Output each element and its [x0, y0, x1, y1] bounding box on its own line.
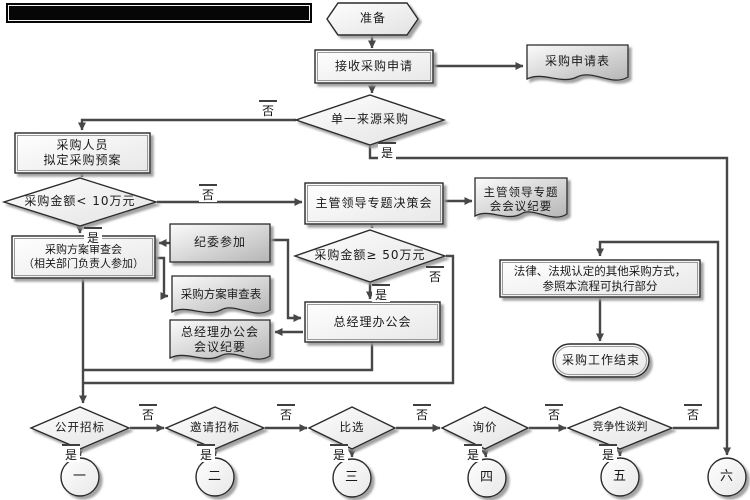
end-terminator-inner: [555, 346, 647, 375]
comparison-diamond: [307, 406, 397, 450]
connector-circle-5: [600, 457, 640, 497]
edge-ge500k-no-collector: [83, 254, 455, 385]
other-methods-box: [499, 259, 701, 298]
draft-plan-box-inner: [17, 135, 148, 171]
negotiation-diamond: [566, 406, 674, 450]
plan-review-form-document: [171, 275, 271, 314]
branch-yes-comparison: 是: [330, 444, 348, 462]
open-bidding-diamond: [29, 406, 131, 450]
branch-yes-open-bidding: 是: [62, 444, 80, 462]
branch-no-single-source: 否: [259, 100, 277, 118]
branch-yes-inquiry: 是: [464, 444, 482, 462]
branch-no-ge-500k: 否: [426, 266, 444, 284]
discipline-committee-box: [169, 223, 271, 263]
branch-no-comparison: 否: [413, 404, 431, 422]
connector-circle-2: [195, 457, 235, 497]
invited-bidding-diamond: [164, 406, 266, 450]
gm-minutes-document: [169, 319, 271, 360]
leader-meeting-box: [304, 182, 444, 225]
edge-singlesource-no-draftplan: [78, 118, 296, 131]
title-bar: [6, 3, 312, 23]
inquiry-diamond: [440, 406, 530, 450]
gm-meeting-box-inner: [307, 304, 438, 340]
connector-circle-1: [60, 457, 100, 497]
plan-review-meeting-box-inner: [14, 238, 153, 276]
branch-yes-ge-500k: 是: [372, 284, 390, 302]
receive-box: [314, 49, 434, 84]
end-terminator: [552, 343, 650, 378]
edge-review-reviewform: [155, 256, 169, 300]
amount-ge-500k-diamond: [292, 229, 448, 283]
other-methods-box-inner: [502, 262, 698, 295]
connector-circle-3: [332, 458, 372, 498]
edge-gmmeeting-collector: [83, 343, 374, 372]
gm-meeting-box: [304, 301, 441, 343]
branch-no-inquiry: 否: [545, 404, 563, 422]
edge-inquiry-yes-circle4: [480, 449, 489, 458]
prep-hexagon: [326, 2, 419, 36]
apply-form-document: [526, 44, 629, 81]
leader-meeting-box-inner: [307, 185, 441, 222]
branch-no-open-bidding: 否: [139, 404, 157, 422]
branch-yes-negotiation: 是: [599, 444, 617, 462]
title-bar-redaction: [8, 5, 310, 21]
connector-circle-6: [707, 457, 747, 497]
branch-yes-invited-bidding: 是: [197, 444, 215, 462]
branch-no-invited-bidding: 否: [277, 404, 295, 422]
single-source-diamond: [293, 94, 447, 146]
draft-plan-box: [14, 132, 151, 174]
connector-circle-4: [467, 458, 507, 498]
edge-negotiation-no-othermethods: [596, 240, 720, 430]
receive-box-inner: [317, 52, 431, 81]
branch-yes-lt-100k: 是: [84, 227, 102, 245]
branch-yes-single-source: 是: [378, 142, 396, 160]
plan-review-meeting-box: [11, 235, 156, 279]
edge-singlesource-yes-circle6: [368, 146, 731, 456]
leader-minutes-document: [474, 177, 568, 218]
branch-no-lt-100k: 否: [199, 184, 217, 202]
edge-committee-gmmeeting: [270, 238, 302, 322]
amount-lt-100k-diamond: [1, 177, 159, 227]
branch-no-negotiation: 否: [684, 404, 702, 422]
